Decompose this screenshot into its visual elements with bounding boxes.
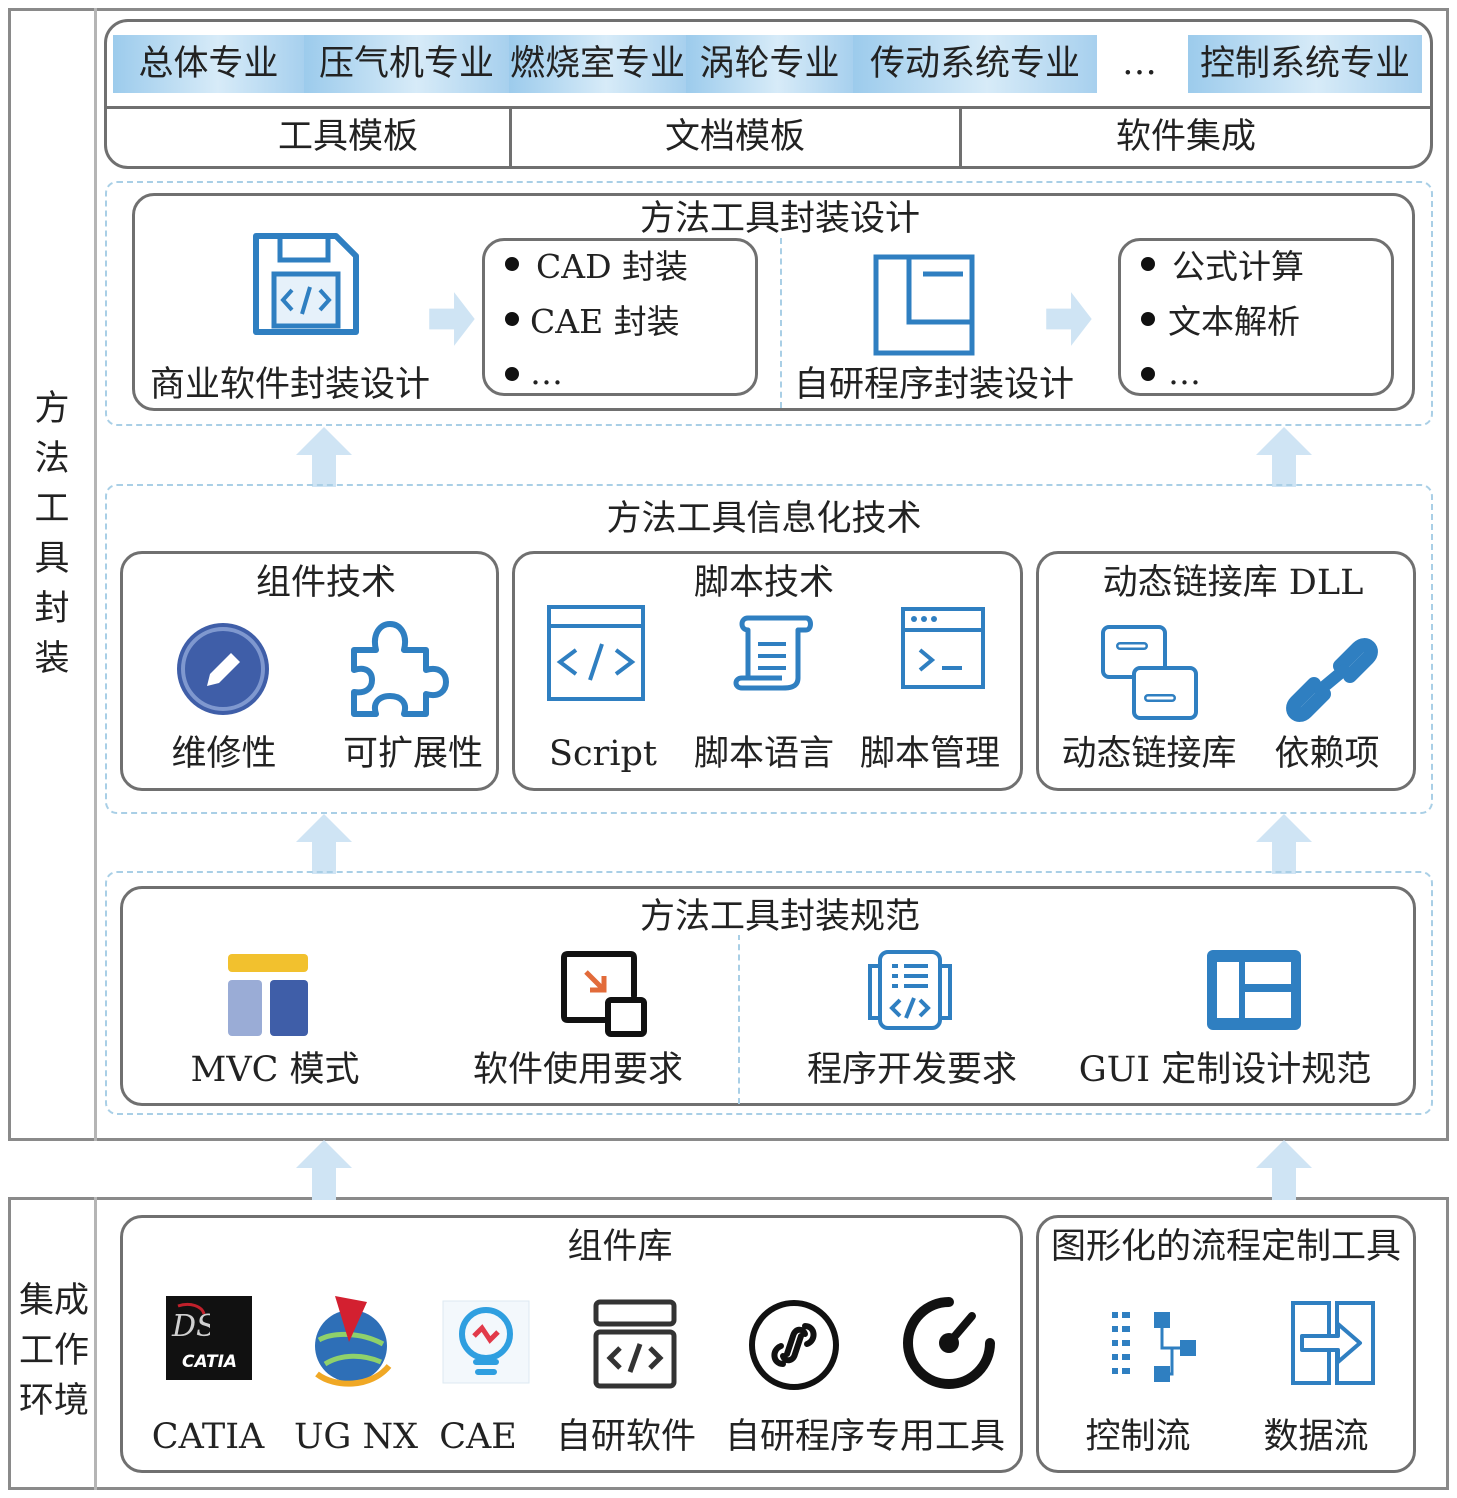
- control-flow-icon: [1112, 1312, 1196, 1382]
- link-circle-icon: [749, 1300, 839, 1390]
- data-flow-icon: [1291, 1301, 1375, 1385]
- dll-item: 动态链接库: [1061, 734, 1237, 774]
- save-code-icon: [253, 233, 359, 335]
- template-divider: [106, 106, 1431, 109]
- inhouse-item: 公式计算: [1172, 247, 1304, 286]
- inhouse-item: 文本解析: [1168, 302, 1300, 341]
- gauge-icon: [903, 1297, 995, 1389]
- inhouse-design-label: 自研程序封装设计: [794, 365, 1075, 405]
- commercial-design-label: 商业软件封装设计: [150, 365, 431, 405]
- spec-item: 软件使用要求: [472, 1050, 684, 1090]
- spec-item: MVC 模式: [190, 1050, 360, 1090]
- up-arrow-icon: [1256, 814, 1312, 874]
- document-template-label: 文档模板: [664, 117, 806, 157]
- up-arrow-icon: [296, 427, 352, 487]
- design-dashed-region: [105, 181, 1433, 426]
- specialty-tab: 压气机专业: [304, 35, 509, 93]
- bullet-dot: [505, 367, 519, 381]
- library-item: UG NX: [293, 1417, 419, 1457]
- cae-bulb-icon: [442, 1300, 530, 1384]
- design-center-dashline: [780, 238, 782, 408]
- side-column-divider: [94, 8, 97, 1141]
- template-col-divider: [959, 106, 962, 167]
- mvc-layout-icon: [228, 954, 308, 1036]
- component-library-panel: [120, 1215, 1023, 1473]
- bullet-dot: [505, 312, 519, 326]
- library-item: 自研软件: [555, 1417, 697, 1457]
- integrated-environment-frame: [8, 1197, 1449, 1490]
- flow-item: 控制流: [1085, 1417, 1191, 1457]
- inhouse-item: …: [1168, 353, 1201, 392]
- component-item: 可扩展性: [342, 734, 484, 774]
- environment-side-label: 集成工作环境: [18, 1281, 89, 1421]
- svg-text:DS: DS: [171, 1309, 210, 1344]
- bullet-dot: [1141, 367, 1155, 381]
- software-integration-label: 软件集成: [1115, 117, 1257, 157]
- design-title: 方法工具封装设计: [635, 202, 925, 237]
- library-item: 自研程序专用工具: [724, 1417, 1006, 1457]
- encapsulation-side-label: 方法工具封装: [34, 389, 70, 679]
- up-arrow-icon: [296, 1140, 352, 1200]
- library-item: CATIA: [151, 1417, 265, 1457]
- bullet-dot: [1141, 257, 1155, 271]
- component-tech-title: 组件技术: [255, 563, 397, 603]
- specialty-tab: 涡轮专业: [686, 35, 853, 93]
- right-arrow-icon: [1046, 292, 1092, 346]
- commercial-item: CAD 封装: [536, 247, 689, 286]
- spec-dashed-region: [105, 871, 1433, 1115]
- scroll-icon: [733, 615, 813, 691]
- script-item: 脚本语言: [693, 734, 835, 774]
- puzzle-icon: [351, 621, 449, 717]
- component-item: 维修性: [171, 734, 277, 774]
- commercial-item: …: [530, 353, 563, 392]
- chain-link-icon: [1286, 638, 1378, 722]
- template-col-divider: [509, 106, 512, 167]
- spec-title: 方法工具封装规范: [635, 900, 925, 935]
- component-library-title: 组件库: [567, 1227, 673, 1267]
- up-arrow-icon: [296, 814, 352, 874]
- info-tech-title: 方法工具信息化技术: [606, 499, 922, 539]
- gui-layout-icon: [1207, 950, 1301, 1030]
- dll-title: 动态链接库 DLL: [1102, 563, 1364, 603]
- specialty-ellipsis: …: [1122, 43, 1157, 83]
- code-window-icon: [547, 605, 645, 701]
- env-column-divider: [94, 1197, 97, 1490]
- script-tech-title: 脚本技术: [693, 563, 835, 603]
- inhouse-items-box: [1118, 238, 1394, 396]
- code-document-icon: [868, 950, 952, 1030]
- specialty-tab: 控制系统专业: [1188, 35, 1422, 93]
- bullet-dot: [505, 257, 519, 271]
- script-item: Script: [549, 734, 657, 774]
- resize-window-icon: [561, 951, 647, 1037]
- flow-tool-title: 图形化的流程定制工具: [1050, 1227, 1402, 1267]
- specialty-tab: 总体专业: [113, 35, 304, 93]
- up-arrow-icon: [1256, 1140, 1312, 1200]
- right-arrow-icon: [429, 292, 475, 346]
- window-icon: [873, 254, 975, 356]
- method-tool-encapsulation-frame: [8, 8, 1449, 1141]
- terminal-icon: [901, 607, 985, 689]
- spec-center-dashline: [738, 934, 740, 1104]
- script-tech-panel: [512, 551, 1023, 791]
- code-panel-icon: [593, 1299, 677, 1389]
- catia-logo-icon: DS CATIA: [166, 1296, 252, 1380]
- script-item: 脚本管理: [859, 734, 1001, 774]
- info-tech-dashed-region: [105, 484, 1433, 814]
- spec-item: 程序开发要求: [806, 1050, 1018, 1090]
- spec-item: GUI 定制设计规范: [1078, 1050, 1372, 1090]
- flow-item: 数据流: [1263, 1417, 1369, 1457]
- specialty-tab: 燃烧室专业: [509, 35, 686, 93]
- up-arrow-icon: [1256, 427, 1312, 487]
- specialty-tab: 传动系统专业: [853, 35, 1097, 93]
- tool-template-label: 工具模板: [277, 117, 419, 157]
- pencil-circle-icon: [177, 623, 269, 715]
- commercial-items-box: [482, 238, 758, 396]
- linked-docs-icon: [1101, 625, 1198, 720]
- bullet-dot: [1141, 312, 1155, 326]
- nx-globe-icon: [315, 1296, 392, 1387]
- dll-item: 依赖项: [1274, 734, 1380, 774]
- library-item: CAE: [439, 1417, 517, 1457]
- catia-logo-text: CATIA: [182, 1352, 238, 1372]
- commercial-item: CAE 封装: [530, 302, 680, 341]
